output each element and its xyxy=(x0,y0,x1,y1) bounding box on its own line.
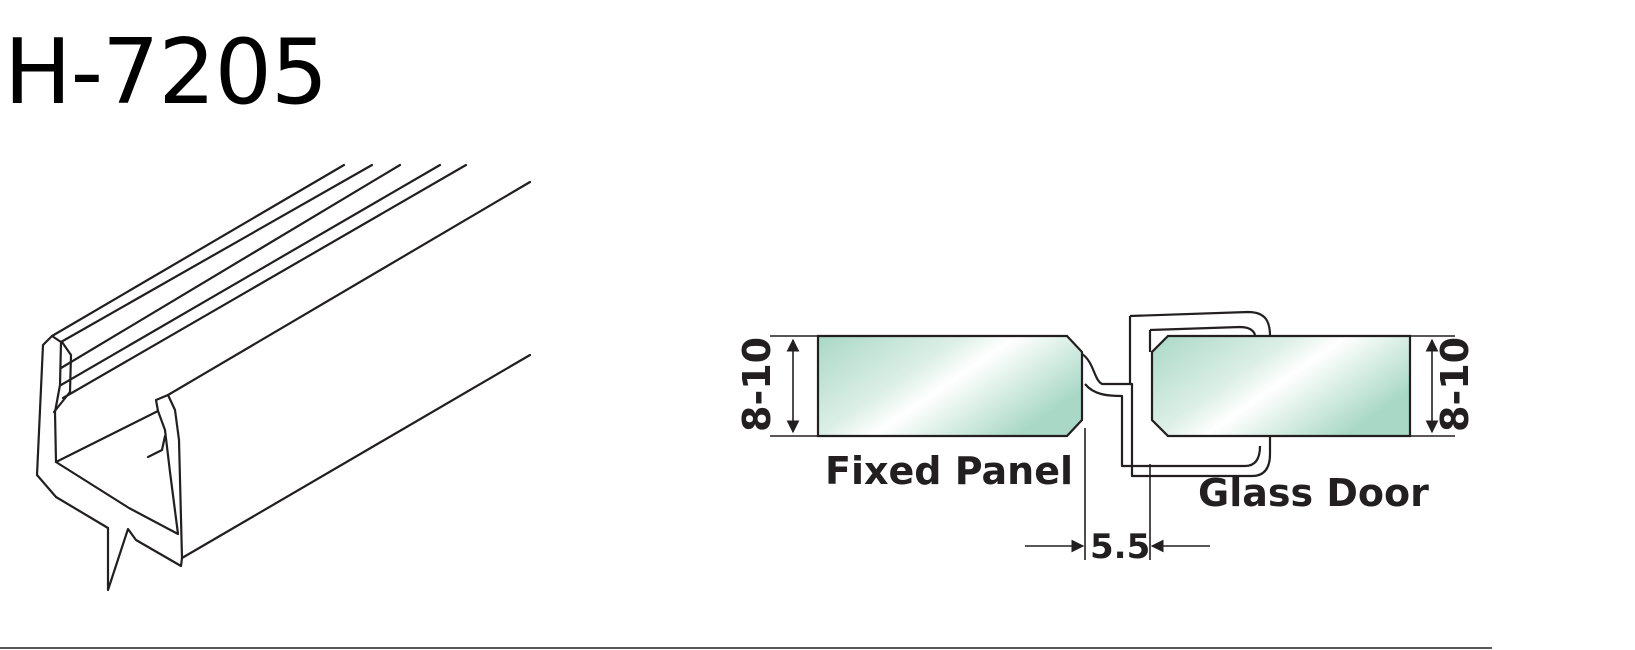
fixed-panel-label: Fixed Panel xyxy=(825,449,1073,493)
glass-door-glass xyxy=(1150,334,1412,438)
gap-dimension-label: 5.5 xyxy=(1090,527,1150,567)
fixed-panel-glass xyxy=(816,334,1084,438)
product-model-title: H-7205 xyxy=(4,20,328,125)
seal-profile-perspective xyxy=(35,163,532,592)
seal-end-profile xyxy=(35,334,184,592)
seal-clip xyxy=(1081,310,1272,478)
glass-door-label: Glass Door xyxy=(1198,471,1429,515)
dimension-lines xyxy=(770,335,1455,560)
right-thickness-label: 8-10 xyxy=(1433,337,1477,432)
left-thickness-label: 8-10 xyxy=(735,337,779,432)
